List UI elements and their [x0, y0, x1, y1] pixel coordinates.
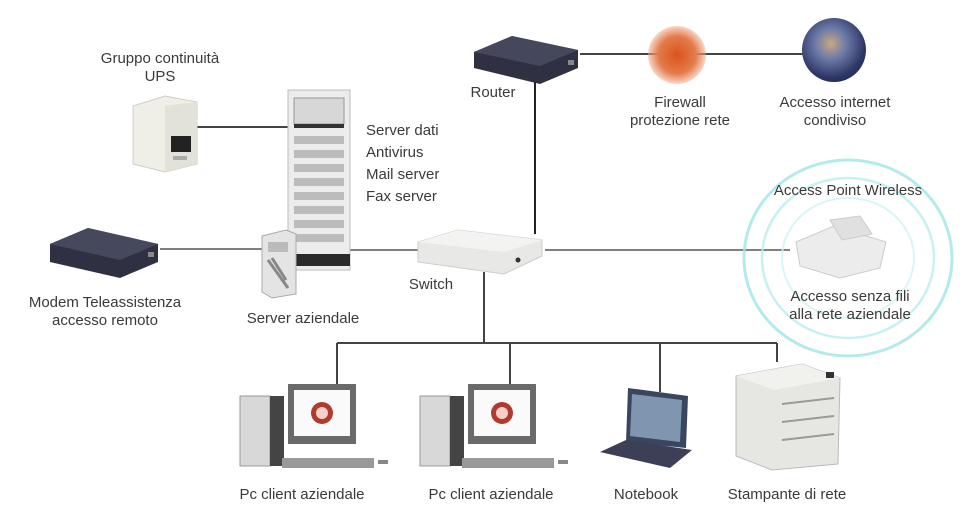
- modem-label-line2: accesso remoto: [52, 312, 158, 329]
- internet-label-line1: Accesso internet: [779, 94, 891, 111]
- access-point-icon[interactable]: [790, 212, 890, 280]
- router-label: Router: [470, 84, 516, 101]
- firewall-label: Firewall protezione rete: [620, 94, 740, 130]
- ups-label: Gruppo continuità UPS: [70, 50, 250, 86]
- printer-icon[interactable]: [722, 360, 846, 472]
- server-dati-label: Server dati Antivirus Mail server Fax se…: [366, 120, 439, 208]
- wireless-signal-rings: [742, 158, 954, 358]
- notebook-icon[interactable]: [596, 384, 696, 472]
- ups-icon[interactable]: [125, 92, 205, 174]
- ups-label-line2: UPS: [144, 68, 176, 85]
- server-dati-line3: Mail server: [366, 166, 440, 183]
- modem-label: Modem Teleassistenza accesso remoto: [0, 294, 210, 330]
- access-point-label-line1: Accesso senza fili: [790, 288, 910, 305]
- switch-label: Switch: [408, 276, 454, 293]
- pc-client-2-icon[interactable]: [416, 380, 572, 476]
- pc-client-1-label: Pc client aziendale: [239, 486, 365, 503]
- server-aziendale-icon[interactable]: [258, 228, 300, 300]
- switch-icon[interactable]: [408, 222, 548, 280]
- internet-label-line2: condiviso: [803, 112, 867, 129]
- pc-client-1-icon[interactable]: [236, 380, 392, 476]
- firewall-label-line1: Firewall: [654, 94, 706, 111]
- server-aziendale-label: Server aziendale: [246, 310, 360, 327]
- printer-label: Stampante di rete: [727, 486, 847, 503]
- globe-icon[interactable]: [802, 18, 866, 82]
- internet-label: Accesso internet condiviso: [750, 94, 920, 130]
- server-dati-line4: Fax server: [366, 188, 437, 205]
- server-dati-line2: Antivirus: [366, 144, 424, 161]
- server-dati-line1: Server dati: [366, 122, 439, 139]
- notebook-label: Notebook: [613, 486, 679, 503]
- modem-label-line1: Modem Teleassistenza: [28, 294, 182, 311]
- server-tower-icon[interactable]: [282, 88, 356, 274]
- ups-label-line1: Gruppo continuità: [100, 50, 220, 67]
- access-point-label-line2: alla rete aziendale: [789, 306, 911, 323]
- pc-client-2-label: Pc client aziendale: [428, 486, 554, 503]
- modem-icon[interactable]: [44, 222, 164, 280]
- firewall-label-line2: protezione rete: [629, 112, 731, 129]
- access-point-title: Access Point Wireless: [773, 182, 923, 199]
- router-icon[interactable]: [466, 30, 586, 86]
- access-point-label: Accesso senza fili alla rete aziendale: [760, 288, 940, 324]
- firewall-icon[interactable]: [648, 26, 706, 84]
